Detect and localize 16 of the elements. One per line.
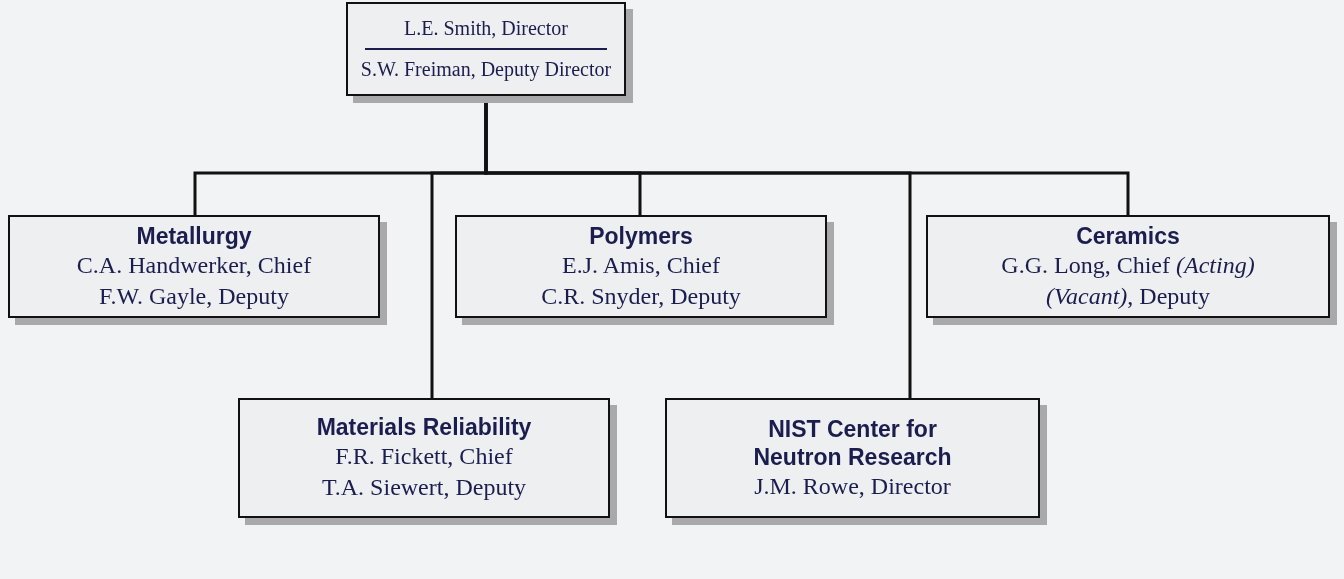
person-title: G.G. Long, Chief (Acting) (1001, 250, 1255, 280)
person-title: L.E. Smith, Director (404, 16, 568, 41)
division-name: Ceramics (1076, 221, 1180, 250)
division-name: Metallurgy (136, 221, 252, 250)
division-name: NIST Center for Neutron Research (752, 414, 953, 471)
person-title: T.A. Siewert, Deputy (321, 473, 527, 502)
division-name: Materials Reliability (316, 413, 532, 441)
person-title: S.W. Freiman, Deputy Director (360, 57, 612, 83)
person-title: C.A. Handwerker, Chief (76, 250, 312, 280)
person-title: F.R. Fickett, Chief (335, 442, 513, 471)
person-title: J.M. Rowe, Director (754, 471, 951, 501)
person-title: F.W. Gayle, Deputy (99, 281, 289, 311)
person-title: (Vacant), Deputy (1046, 281, 1210, 311)
person-title: E.J. Amis, Chief (562, 250, 720, 280)
division-name: Polymers (589, 221, 693, 250)
person-title: C.R. Snyder, Deputy (541, 281, 741, 311)
